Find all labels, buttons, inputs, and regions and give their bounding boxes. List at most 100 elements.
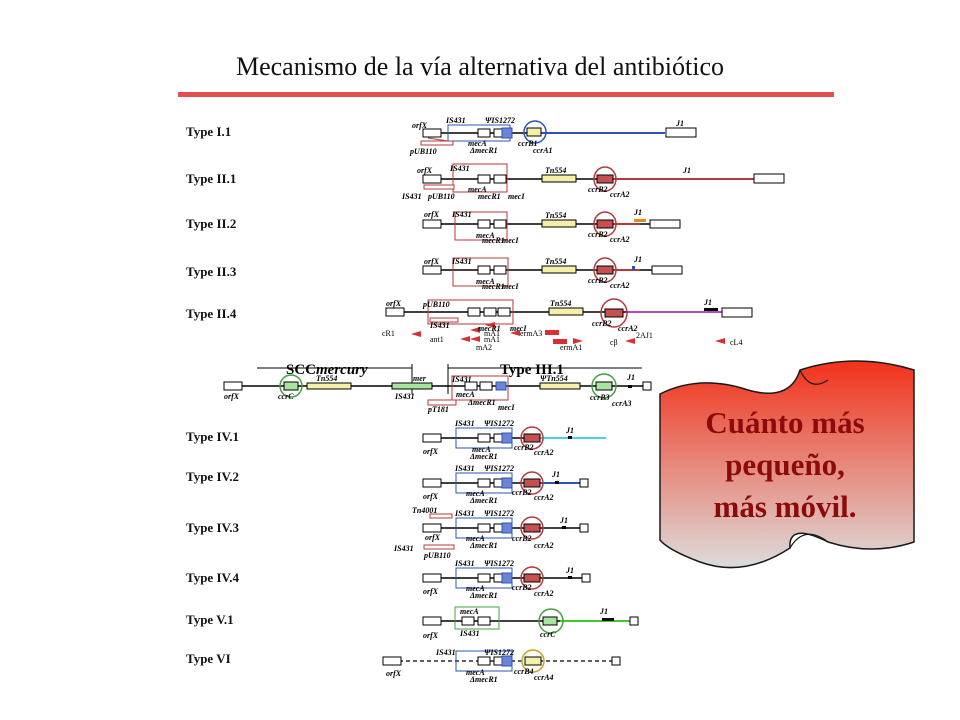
lbl-iv2-orfx: orfX [423,492,439,501]
row-type-vi: orfX IS431 ΨIS1272 mecA ΔmecR1 ccrB4 ccr… [382,648,621,684]
lbl-ii1-pub110: pUB110 [427,192,455,201]
type-label-1: Type I.1 [186,124,231,139]
lbl-iv4-meca: mecA [466,584,485,593]
svg-text:SCCmercury: SCCmercury [286,362,368,378]
lbl-ii1-meci: mecI [508,192,525,201]
lbl-ii1-ccra2: ccrA2 [610,190,630,199]
lbl-iv2-ccrb2: ccrB2 [512,488,532,497]
lbl-ii4-is431: IS431 [429,321,450,330]
type-label-3: Type II.2 [186,216,236,231]
lbl-ii3-meca: mecA [476,277,495,286]
lbl-iv4-dmecr1: ΔmecR1 [469,591,498,600]
callout-text: Cuánto más pequeño, más móvil. [660,402,910,528]
lbl-v1-orfx: orfX [423,631,439,640]
lbl-iv3-orfx: orfX [425,533,441,542]
lbl-i1-meca: mecA [468,139,487,148]
lbl-iv2-psi: ΨIS1272 [484,464,514,473]
lbl-iii1-is431: IS431 [451,375,472,384]
lbl-ii1-ccrb2: ccrB2 [588,185,608,194]
lbl-ii4-orfx: orfX [386,299,402,308]
row-type-iv1: orfX IS431 ΨIS1272 mecA ΔmecR1 ccrB2 ccr… [422,419,606,461]
row-type-ii2: orfX IS431 mecA mecR1 mecI Tn554 ccrB2 c… [422,208,681,245]
type-label-5: Type II.4 [186,306,237,321]
lbl-ii1-meca: mecA [468,185,487,194]
lbl-ii1-is431: IS431 [449,164,470,173]
scc-mercury-suffix: mercury [316,362,368,378]
lbl-i1-dmecr1: ΔmecR1 [469,146,498,155]
type-label-8: Type IV.2 [186,469,239,484]
lbl-iv2-j1: J1 [551,470,560,479]
lbl-iv3-j1: J1 [559,516,568,525]
type-label-9: Type IV.3 [186,520,239,535]
lbl-iv2-meca: mecA [466,489,485,498]
title-underline [178,92,834,97]
lbl-ii4-erma3: ermA3 [520,329,542,338]
lbl-ii2-ccrb2: ccrB2 [588,230,608,239]
lbl-iv3-ccrb2: ccrB2 [512,534,532,543]
lbl-iii1-is431b: IS431 [394,392,415,401]
lbl-iv4-psi: ΨIS1272 [484,559,514,568]
lbl-iii1-tn554: Tn554 [316,374,337,383]
lbl-iv1-j1: J1 [565,426,574,435]
lbl-ii2-ccra2: ccrA2 [610,235,630,244]
row-type-iv2: orfX IS431 ΨIS1272 mecA ΔmecR1 ccrB2 ccr… [422,464,589,505]
row-type-iv4: orfX IS431 ΨIS1272 mecA ΔmecR1 ccrB2 ccr… [422,559,591,600]
lbl-ii3-orfx: orfX [424,257,440,266]
lbl-v1-ccrc: ccrC [540,630,556,639]
lbl-iii1-pt181: pT181 [427,405,449,414]
lbl-iv1-orfx: orfX [423,447,439,456]
lbl-ii1-is431b: IS431 [401,192,422,201]
type-label-7: Type IV.1 [186,429,239,444]
lbl-ii3-j1: J1 [633,255,642,264]
lbl-iii1-meca: mecA [456,390,475,399]
lbl-ii3-mecr1: mecR1 [482,282,505,291]
lbl-ii1-mecr1: mecR1 [478,192,501,201]
lbl-ii2-meca: mecA [476,231,495,240]
lbl-ii4-pub110: pUB110 [422,300,450,309]
callout-line-3: más móvil. [713,489,857,524]
lbl-iv3-is431: IS431 [454,509,475,518]
lbl-ii1-orfx: orfX [417,166,433,175]
lbl-iv4-ccra2: ccrA2 [534,589,554,598]
lbl-i1-is431: IS431 [445,116,466,125]
lbl-ii4-2aj1: 2AJ1 [636,331,653,340]
lbl-iv3-ccra2: ccrA2 [534,541,554,550]
lbl-iv1-is431: IS431 [454,419,475,428]
lbl-i1-ccrb1: ccrB1 [518,139,538,148]
lbl-ii4-ma1b: mA1 [484,335,500,344]
lbl-ii4-ma1: mA1 [484,329,500,338]
lbl-ii2-j1: J1 [633,208,642,217]
lbl-ii4-j1: J1 [703,298,712,307]
lbl-iv1-ccrb2: ccrB2 [514,443,534,452]
lbl-ii2-tn554: Tn554 [545,211,566,220]
row-type-i1: orfX IS431 ΨIS1272 mecA ΔmecR1 pUB110 cc… [409,116,697,156]
type-label-10: Type IV.4 [186,570,239,585]
lbl-ii4-cr1: cR1 [382,329,395,338]
callout-line-2: pequeño, [725,447,845,482]
type-label-12: Type VI [186,651,231,666]
lbl-iii1-ccrb3: ccrB3 [590,393,610,402]
lbl-iv3-psi: ΨIS1272 [484,509,514,518]
lbl-iv2-ccra2: ccrA2 [534,493,554,502]
lbl-i1-j1: J1 [675,119,684,128]
lbl-ii4-ant1: ant1 [430,335,444,344]
callout-line-1: Cuánto más [705,405,865,440]
lbl-iii1-ccra3: ccrA3 [612,399,632,408]
row-type-ii3: orfX IS431 mecA mecR1 mecI Tn554 ccrB2 c… [422,255,683,291]
lbl-iii1-j1: J1 [626,373,635,382]
row-type-iv3: Tn4001 orfX IS431 ΨIS1272 mecA ΔmecR1 IS… [393,506,589,560]
lbl-ii4-ma2: mA2 [476,343,492,352]
lbl-vi-ccrb4: ccrB4 [514,667,534,676]
lbl-vi-is431: IS431 [435,648,456,657]
callout-shape [659,360,915,569]
row-type-ii1: orfX IS431 mecA mecR1 mecI IS431 pUB110 … [401,163,785,201]
scc-mercury-prefix: SCC [286,362,316,378]
lbl-vi-meca: mecA [466,668,485,677]
lbl-iii1-psitn: ΨTn554 [540,374,568,383]
lbl-ii1-j1: J1 [682,166,691,175]
lbl-iv4-ccrb2: ccrB2 [512,583,532,592]
lbl-ii4-erma1: ermA1 [560,343,582,352]
lbl-iv1-meca: mecA [472,445,491,454]
lbl-i1-orfx: orfX [412,121,428,130]
lbl-ii3-ccrb2: ccrB2 [588,276,608,285]
